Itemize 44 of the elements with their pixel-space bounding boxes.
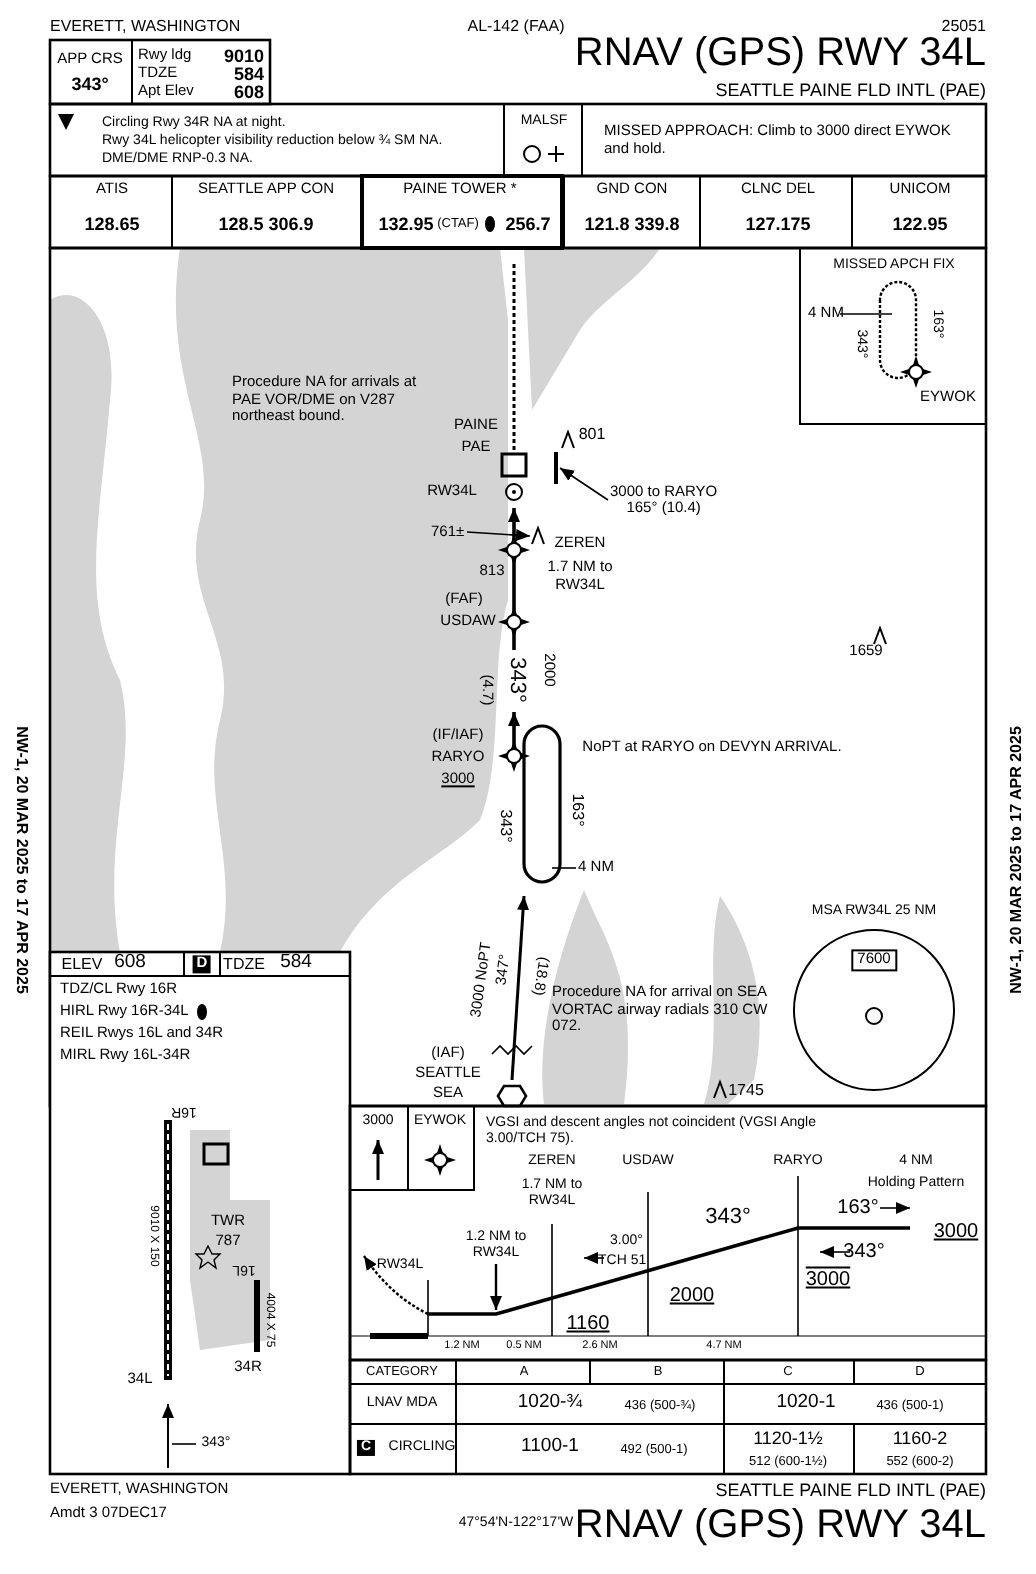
plan-view-label: 1745 xyxy=(728,1080,764,1100)
airport-diagram-label: 584 xyxy=(280,953,312,975)
chart-title: RNAV (GPS) RWY 34L xyxy=(574,31,986,77)
plan-view-label: 343° xyxy=(496,809,516,843)
airport-diagram-label: 608 xyxy=(114,953,146,975)
frequency-value: 128.65 xyxy=(84,213,140,235)
profile-label: 163° xyxy=(837,1196,879,1220)
frequency-value: 256.7 xyxy=(505,213,551,235)
profile-label: 3000 xyxy=(933,1220,979,1244)
frequency-value: 122.95 xyxy=(892,213,948,235)
table-text: 1160-2 xyxy=(892,1427,948,1449)
leader-line xyxy=(559,467,609,501)
profile-label: 343° xyxy=(843,1240,885,1264)
frequency-value: 121.8 339.8 xyxy=(584,213,680,235)
profile-label: 1160 xyxy=(566,1312,610,1336)
plan-view-label: 343° xyxy=(503,657,529,703)
frequency-value: 127.175 xyxy=(745,213,811,235)
header-text: 9010 xyxy=(223,45,264,67)
header-text: SEATTLE PAINE FLD INTL (PAE) xyxy=(715,79,986,101)
plan-view-label: 163° xyxy=(568,793,588,827)
table-text: 1020-¾ xyxy=(517,1393,583,1415)
header-text: 584 xyxy=(233,63,264,85)
header-text: 608 xyxy=(233,81,264,103)
obstacle-icon xyxy=(531,525,545,545)
plan-view-label: 801 xyxy=(578,424,606,444)
table-text: 1120-1½ xyxy=(753,1427,823,1449)
effective-date-text: NW-1, 20 MAR 2025 to 17 APR 2025 xyxy=(12,726,32,994)
footer-text: SEATTLE PAINE FLD INTL (PAE) xyxy=(715,1479,986,1501)
frequency-value: 132.95 xyxy=(378,213,434,235)
header-text: AL-142 (FAA) xyxy=(467,16,565,36)
table-text: 1020-1 xyxy=(776,1393,836,1415)
leader-line xyxy=(466,529,531,542)
frequency-value: 128.5 306.9 xyxy=(218,213,314,235)
header-text: EVERETT, WASHINGTON xyxy=(50,16,241,36)
footer-text: RNAV (GPS) RWY 34L xyxy=(574,1503,986,1549)
airport-diagram-label: TDZE xyxy=(223,954,265,974)
table-text: 1100-1 xyxy=(521,1437,579,1459)
profile-label: 2000 xyxy=(669,1284,715,1308)
profile-label: 3000 xyxy=(805,1268,851,1292)
header-text: 343° xyxy=(71,73,109,95)
profile-label: 343° xyxy=(705,1205,751,1231)
effective-date-text: NW-1, 20 MAR 2025 to 17 APR 2025 xyxy=(1006,726,1026,994)
header-text: 25051 xyxy=(941,16,986,36)
airport-diagram-label: ELEV xyxy=(61,954,103,974)
